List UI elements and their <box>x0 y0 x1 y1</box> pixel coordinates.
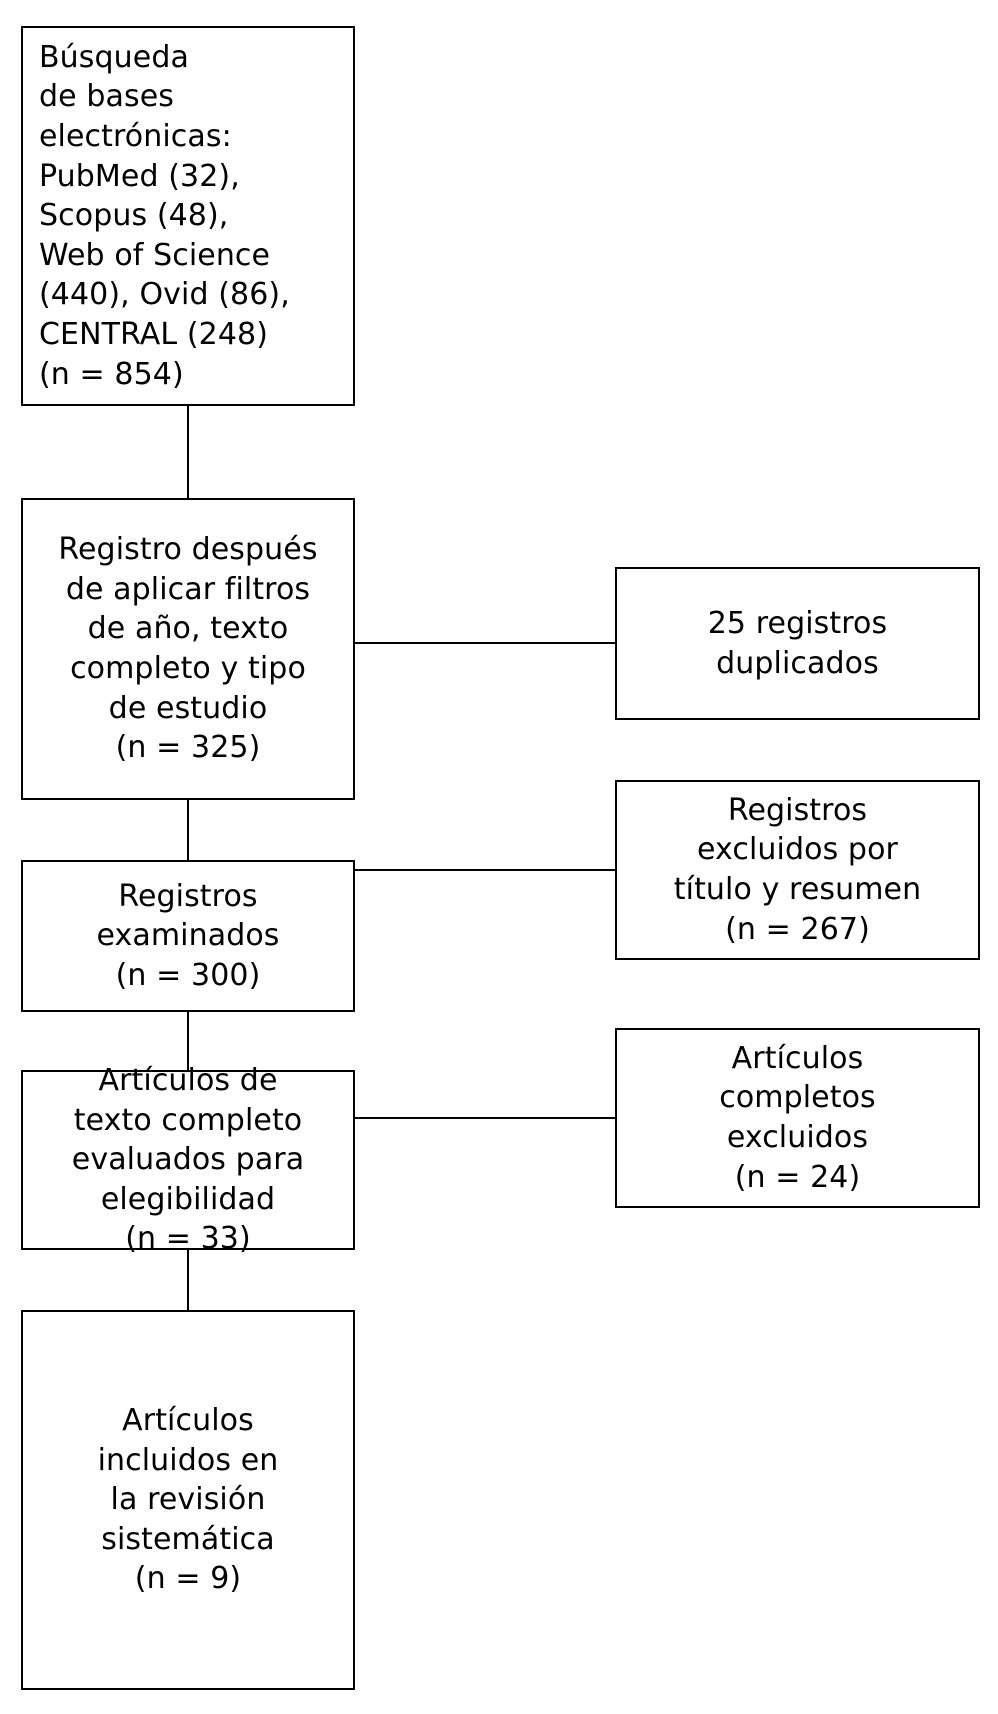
connector-eligibility-to-included <box>187 1250 189 1310</box>
box-identification-records: Búsqueda de bases electrónicas: PubMed (… <box>21 26 355 406</box>
box-excluded-fulltext: Artículos completos excluidos (n = 24) <box>615 1028 980 1208</box>
box-fulltext-eligibility: Artículos de texto completo evaluados pa… <box>21 1063 355 1256</box>
connector-filters-to-screened <box>187 800 189 860</box>
connector-eligibility-to-excluded-fulltext <box>355 1117 615 1119</box>
connector-identification-to-filters <box>187 406 189 498</box>
box-articles-included: Artículos incluidos en la revisión siste… <box>21 1310 355 1690</box>
box-excluded-title-abstract: Registros excluidos por título y resumen… <box>615 780 980 960</box>
connector-screened-to-excluded-title <box>355 869 615 871</box>
box-records-screened: Registros examinados (n = 300) <box>21 860 355 1012</box>
box-duplicate-records: 25 registros duplicados <box>615 567 980 720</box>
box-records-after-filters: Registro después de aplicar filtros de a… <box>21 498 355 800</box>
connector-screened-to-eligibility <box>187 1012 189 1070</box>
connector-filters-to-duplicates <box>355 642 615 644</box>
